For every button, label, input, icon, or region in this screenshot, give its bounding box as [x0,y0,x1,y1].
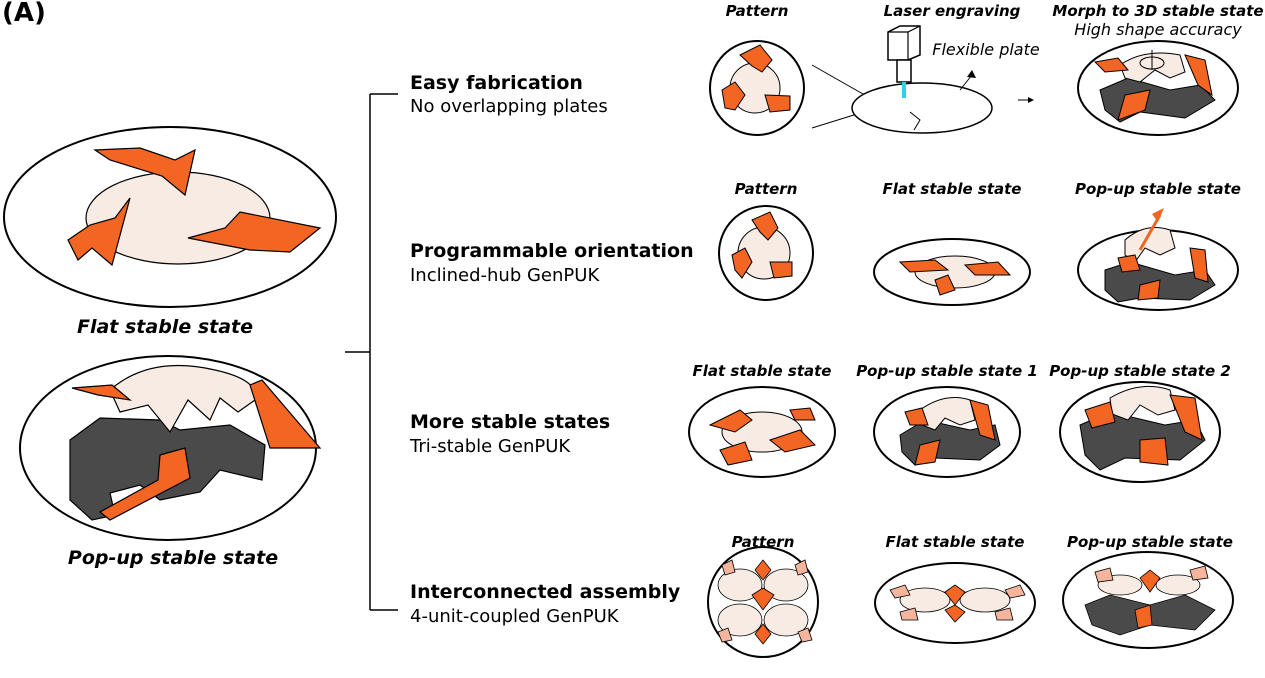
row3-subtitle: Tri-stable GenPUK [410,436,571,457]
row4-title: Interconnected assembly [410,581,681,603]
left-popup-caption: Pop-up stable state [67,547,279,569]
panel-label: (A) [2,0,46,28]
bracket [345,93,398,611]
row1-laser [811,25,1034,134]
row2-pattern [718,205,814,301]
row4-caption-2: Flat stable state [885,533,1025,551]
row2-caption-2: Flat stable state [882,180,1022,198]
row4-subtitle: 4-unit-coupled GenPUK [410,606,619,627]
row4-caption-1: Pattern [731,533,795,551]
row3-caption-3: Pop-up stable state 2 [1049,362,1231,380]
row3-caption-2: Pop-up stable state 1 [856,362,1038,380]
row2-subtitle: Inclined-hub GenPUK [410,265,600,286]
row2-flat [873,238,1031,306]
row3-title: More stable states [410,411,611,433]
row2-caption-3: Pop-up stable state [1075,180,1241,198]
left-flat-caption: Flat stable state [76,316,254,338]
row1-pattern [709,40,805,136]
row3-flat [688,386,836,478]
large-popup-state-illustration [19,355,322,541]
row3-caption-1: Flat stable state [692,362,832,380]
row4-caption-3: Pop-up stable state [1067,533,1233,551]
row1-caption-3: Morph to 3D stable state [1052,2,1264,20]
row2-caption-1: Pattern [734,180,798,198]
row4-flat [874,562,1036,644]
row1-caption-2: Laser engraving [883,2,1021,20]
row1-subtitle: No overlapping plates [410,96,608,117]
large-flat-state-illustration [3,126,337,308]
row1-accuracy-note: High shape accuracy [1074,20,1242,39]
row1-morph [1077,40,1239,136]
row3-popup2 [1059,381,1221,483]
row1-plate-label: Flexible plate [932,40,1040,59]
row1-caption-1: Pattern [725,2,789,20]
row4-pattern [707,546,819,658]
row1-title: Easy fabrication [410,72,583,94]
row4-popup [1062,551,1234,649]
row2-popup [1077,208,1239,311]
row2-title: Programmable orientation [410,240,694,262]
row3-popup1 [873,386,1021,478]
